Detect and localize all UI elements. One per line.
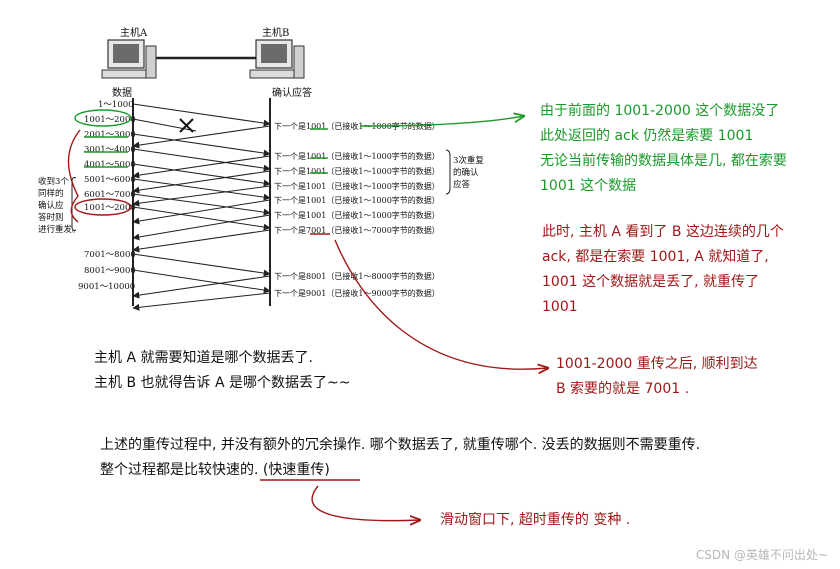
ack-label: 下一个是7001（已接收1～7000字节的数据） [274, 225, 440, 235]
segment-label: 2001～3000 [84, 130, 136, 140]
ack-label: 下一个是8001（已接收1～8000字节的数据） [274, 271, 440, 281]
segment-label: 7001～8000 [84, 250, 136, 260]
segment-label: 5001～6000 [84, 175, 136, 185]
data-segment-arrow [132, 178, 271, 201]
left-note-line-5: 进行重发。 [38, 224, 81, 235]
black-note-line: 主机 A 就需要知道是哪个数据丢了. [94, 350, 313, 366]
data-segment-arrow [132, 163, 271, 187]
host-b-label: 主机B [262, 26, 289, 39]
left-note-bracket [71, 177, 77, 231]
ack-arrow [132, 155, 271, 179]
ack-label: 下一个是9001（已接收1～9000字节的数据） [274, 288, 440, 298]
segment-label: 1001～2000 [84, 115, 136, 125]
ack-arrow [132, 199, 271, 225]
data-segment-arrow [132, 193, 271, 216]
red-note-line: 滑动窗口下, 超时重传的 变种 . [440, 512, 631, 528]
right-note-line-2: 的确认 [453, 167, 479, 178]
ack-arrow [132, 125, 271, 149]
red-note-line: 1001 [542, 299, 578, 315]
green-note-line: 此处返回的 ack 仍然是索要 1001 [540, 128, 754, 144]
left-note-line-3: 确认应 [38, 200, 64, 211]
right-note-bracket [445, 149, 451, 195]
ack-arrow [132, 214, 271, 241]
red-note-line: ack, 都是在索要 1001, A 就知道了, [542, 249, 769, 265]
left-note-line-4: 答时则 [38, 212, 64, 223]
green-note-line: 1001 这个数据 [540, 178, 637, 194]
red-note-line: B 索要的就是 7001 . [556, 381, 690, 397]
data-segment-arrow [132, 133, 271, 157]
data-segment-arrow [132, 103, 271, 127]
black-note-line: 主机 B 也就得告诉 A 是哪个数据丢了~~ [94, 375, 351, 391]
green-note-line: 无论当前传输的数据具体是几, 都在索要 [540, 153, 787, 169]
data-segment-arrow [132, 148, 271, 172]
data-segment-arrow [132, 269, 271, 294]
ack-label: 下一个是1001（已接收1～1000字节的数据） [274, 121, 440, 131]
data-segment-arrow [132, 206, 271, 231]
segment-label: 1001～2000 [84, 203, 136, 213]
ack-label: 下一个是1001（已接收1～1000字节的数据） [274, 166, 440, 176]
red-annotations [67, 129, 549, 521]
ack-arrow [132, 229, 271, 253]
host-a-computer-icon [101, 39, 157, 79]
segment-label: 1～1000 [98, 100, 134, 110]
watermark: CSDN @英雄不问出处~ [695, 548, 828, 562]
segment-label: 4001～5000 [84, 160, 136, 170]
red-note-line: 此时, 主机 A 看到了 B 这边连续的几个 [542, 224, 784, 240]
black-explanation-note-1: 主机 A 就需要知道是哪个数据丢了. 主机 B 也就得告诉 A 是哪个数据丢了~… [94, 346, 350, 396]
red-explanation-note-3: 滑动窗口下, 超时重传的 变种 . [440, 508, 630, 533]
host-b-computer-icon [249, 39, 305, 79]
green-annotations [74, 109, 524, 174]
segment-label: 3001～4000 [84, 145, 136, 155]
red-note-line: 1001-2000 重传之后, 顺利到达 [556, 356, 758, 372]
data-column-label: 数据 [112, 86, 132, 99]
ack-label: 下一个是1001（已接收1～1000字节的数据） [274, 151, 440, 161]
ack-label: 下一个是1001（已接收1～1000字节的数据） [274, 195, 440, 205]
right-note-line-1: 3次重复 [453, 155, 484, 166]
segment-label: 6001～7000 [84, 190, 136, 200]
green-explanation-note: 由于前面的 1001-2000 这个数据没了 此处返回的 ack 仍然是索要 1… [540, 99, 787, 199]
right-note-line-3: 应答 [453, 179, 471, 190]
segment-label: 9001～10000 [78, 282, 135, 292]
ack-arrow [132, 275, 271, 299]
black-explanation-note-2: 上述的重传过程中, 并没有额外的冗余操作. 哪个数据丢了, 就重传哪个. 没丢的… [100, 433, 700, 483]
data-segment-arrow [132, 253, 271, 277]
ack-label: 下一个是1001（已接收1～1000字节的数据） [274, 181, 440, 191]
lost-packet-cross-icon [179, 118, 194, 133]
ack-label: 下一个是1001（已接收1～1000字节的数据） [274, 210, 440, 220]
left-note-line-2: 同样的 [38, 188, 64, 199]
green-note-line: 由于前面的 1001-2000 这个数据没了 [540, 103, 780, 119]
ack-arrow [132, 170, 271, 194]
red-note-line: 1001 这个数据就是丢了, 就重传了 [542, 274, 759, 290]
ack-column-label: 确认应答 [272, 86, 312, 99]
black-note-line: 整个过程都是比较快速的. (快速重传) [100, 462, 330, 478]
left-note-line-1: 收到3个 [38, 176, 69, 187]
host-a-label: 主机A [120, 26, 148, 39]
data-segment-arrow [132, 118, 197, 132]
red-explanation-note-2: 1001-2000 重传之后, 顺利到达 B 索要的就是 7001 . [556, 352, 758, 402]
ack-arrow [132, 292, 271, 311]
black-note-line: 上述的重传过程中, 并没有额外的冗余操作. 哪个数据丢了, 就重传哪个. 没丢的… [100, 437, 701, 453]
ack-arrow [132, 185, 271, 207]
red-explanation-note-1: 此时, 主机 A 看到了 B 这边连续的几个 ack, 都是在索要 1001, … [542, 220, 784, 320]
segment-label: 8001～9000 [84, 266, 136, 276]
